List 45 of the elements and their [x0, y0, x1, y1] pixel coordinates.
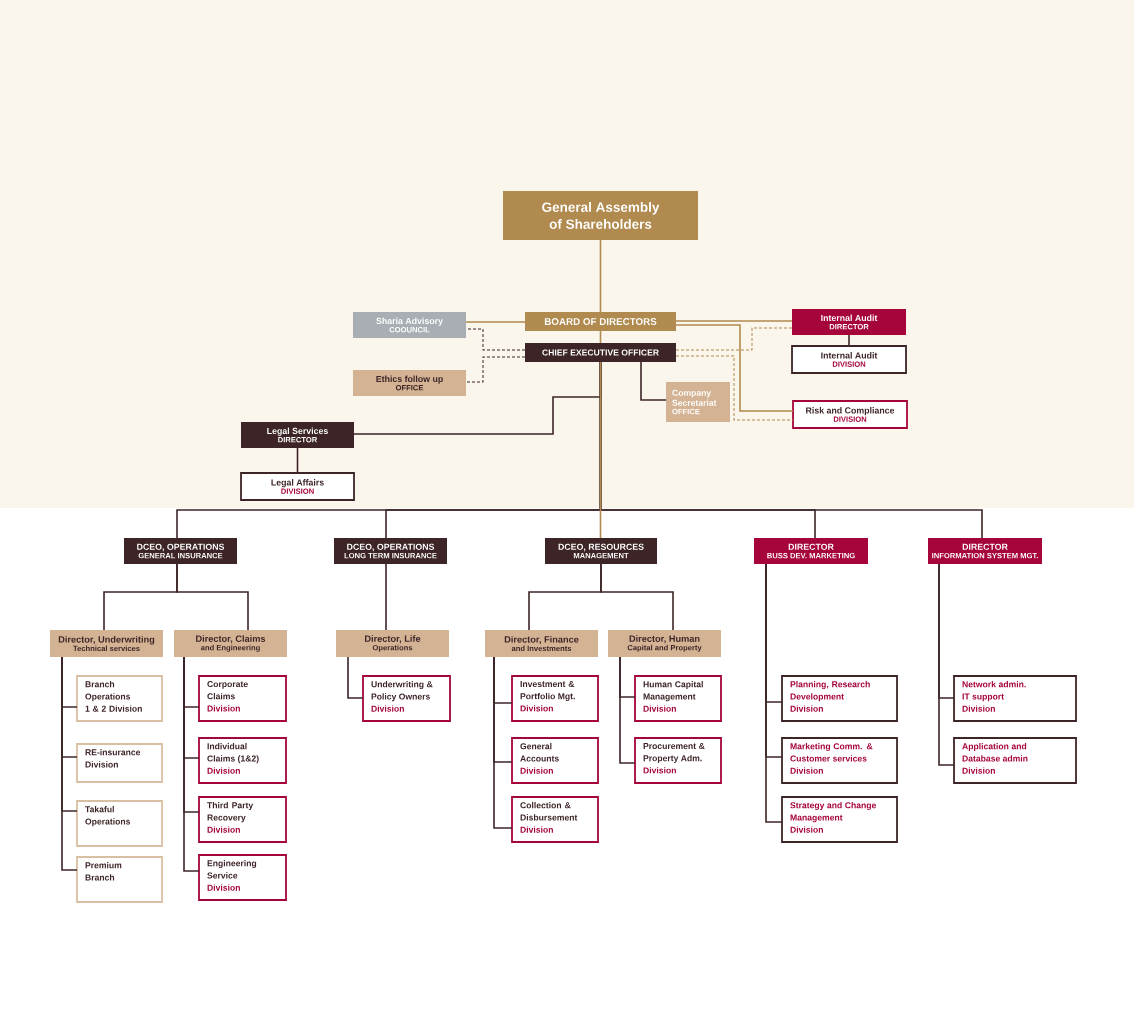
header-box: General Assembly of Shareholders [503, 191, 698, 240]
connector-line [619, 656, 636, 764]
unit-box: Application and Database admin Division [953, 737, 1077, 784]
connector-line [176, 563, 249, 631]
connector-line [465, 328, 526, 351]
connector-line [765, 563, 783, 823]
unit-box: Individual Claims (1&2) Division [198, 737, 287, 784]
connector-line [183, 656, 200, 872]
connector-line [599, 330, 602, 344]
connector-line [296, 447, 299, 474]
connector-line [599, 361, 602, 539]
unit-box: Underwriting & Policy Owners Division [362, 675, 451, 722]
unit-box: Human Capital Management Division [634, 675, 722, 722]
unit-box: Third Party Recovery Division [198, 796, 287, 843]
unit-box: RE-insurance Division [76, 743, 163, 783]
connector-line [675, 355, 794, 421]
connector-line [640, 361, 667, 401]
connector-line [465, 356, 526, 383]
connector-line [599, 239, 602, 313]
unit-box: Strategy and Change Management Division [781, 796, 898, 843]
connector-line [675, 327, 793, 351]
unit-box: Marketing Comm. & Customer services Division [781, 737, 898, 784]
unit-box: Planning, Research Development Division [781, 675, 898, 722]
connector-line [675, 320, 793, 322]
connector-line [600, 563, 674, 631]
connector-line [938, 563, 955, 766]
unit-box: Network admin. IT support Division [953, 675, 1077, 722]
role-box: BOARD OF DIRECTORS [525, 312, 676, 331]
unit-box: Premium Branch [76, 856, 163, 903]
connector-line [61, 656, 78, 871]
connector-line [347, 656, 364, 699]
role-box: CHIEF EXECUTIVE OFFICER [525, 343, 676, 362]
connector-line [385, 563, 387, 631]
unit-box: Collection & Disbursement Division [511, 796, 599, 843]
unit-box: Branch Operations 1 & 2 Division [76, 675, 163, 722]
unit-box: Investment & Portfolio Mgt. Division [511, 675, 599, 722]
unit-box: Corporate Claims Division [198, 675, 287, 722]
connector-line [465, 321, 526, 323]
unit-box: General Accounts Division [511, 737, 599, 784]
unit-box: Takaful Operations [76, 800, 163, 847]
unit-box: Engineering Service Division [198, 854, 287, 901]
connector-line [848, 334, 850, 347]
unit-box: Procurement & Property Adm. Division [634, 737, 722, 784]
connector-line [493, 656, 513, 829]
connector-line [675, 324, 794, 412]
